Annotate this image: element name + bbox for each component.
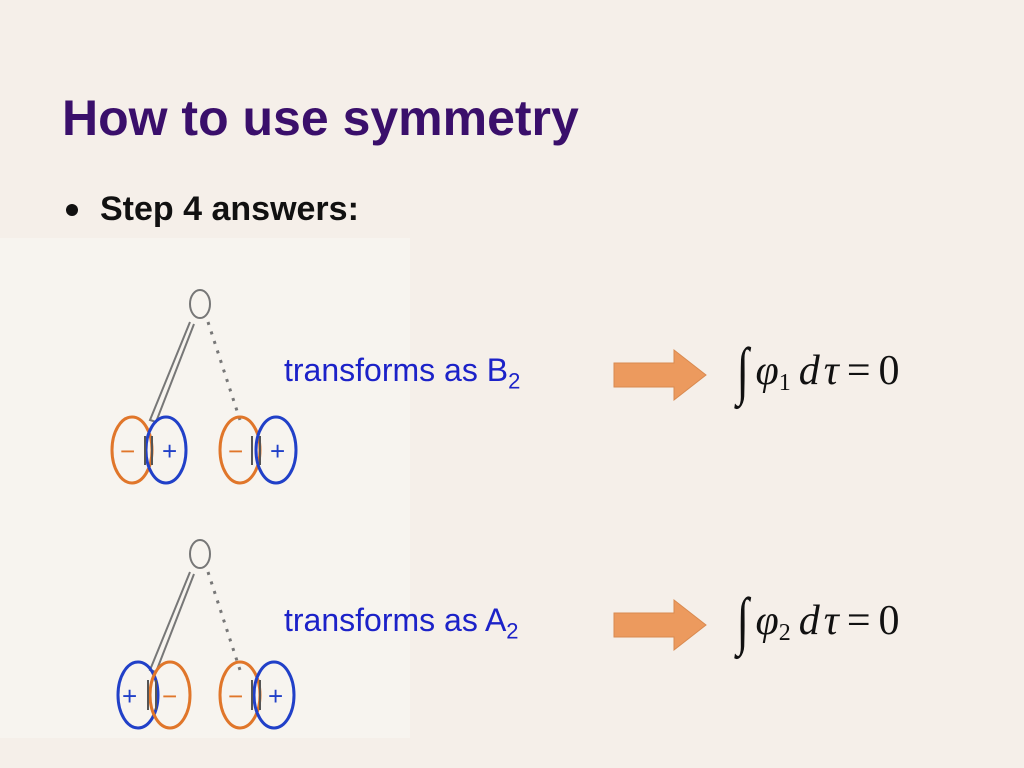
label-subscript: 2 — [506, 618, 519, 644]
molecule-sketch-b2: − + − + — [110, 289, 298, 485]
sketch-panel — [0, 238, 410, 738]
phase-sign: − — [120, 436, 135, 466]
bullet-item: Step 4 answers: — [62, 190, 359, 229]
phi-subscript: 2 — [778, 619, 791, 646]
integral-equation-1: ∫ φ 1 d τ = 0 — [734, 334, 900, 408]
phase-sign: − — [228, 681, 243, 711]
phi-symbol: φ — [755, 598, 779, 644]
bullet-dot-icon — [66, 203, 78, 216]
oxygen-atom-icon — [189, 289, 211, 319]
bond-right-dashed-icon — [206, 321, 242, 421]
bond-left-icon — [148, 571, 195, 674]
bullet-text: Step 4 answers: — [100, 190, 359, 228]
equals-sign: = — [846, 348, 871, 394]
orbital-left-blue-icon — [116, 660, 160, 730]
phi-symbol: φ — [755, 348, 779, 394]
equals-sign: = — [846, 598, 871, 644]
transform-label-b2: transforms as B2 — [284, 352, 520, 394]
phase-sign: − — [162, 681, 177, 711]
label-main: transforms as B — [284, 352, 509, 388]
phase-sign: + — [270, 436, 285, 466]
phi-subscript: 1 — [778, 369, 791, 396]
bond-left-icon — [148, 321, 195, 424]
right-arrow-icon — [613, 598, 707, 652]
phase-sign: + — [122, 681, 137, 711]
equation-rhs: 0 — [878, 598, 900, 644]
label-subscript: 2 — [508, 368, 521, 394]
orbital-right-blue-icon — [254, 415, 298, 485]
orbital-right-blue-icon — [252, 660, 296, 730]
transform-label-a2: transforms as A2 — [284, 602, 519, 644]
equation-rhs: 0 — [878, 348, 900, 394]
integral-equation-2: ∫ φ 2 d τ = 0 — [734, 584, 900, 658]
integral-sign: ∫ — [736, 335, 749, 406]
label-main: transforms as A — [284, 602, 507, 638]
differential-d: d — [798, 598, 820, 644]
tau-symbol: τ — [823, 598, 839, 644]
tau-symbol: τ — [823, 348, 839, 394]
right-arrow-icon — [613, 348, 707, 402]
differential-d: d — [798, 348, 820, 394]
molecule-sketch-a2: + − − + — [116, 539, 296, 730]
phase-sign: − — [228, 436, 243, 466]
phase-sign: + — [162, 436, 177, 466]
orbital-left-orange-icon — [148, 660, 192, 730]
integral-sign: ∫ — [736, 585, 749, 656]
bond-right-dashed-icon — [206, 571, 242, 671]
phase-sign: + — [268, 681, 283, 711]
oxygen-atom-icon — [189, 539, 211, 569]
slide-title: How to use symmetry — [62, 90, 579, 146]
